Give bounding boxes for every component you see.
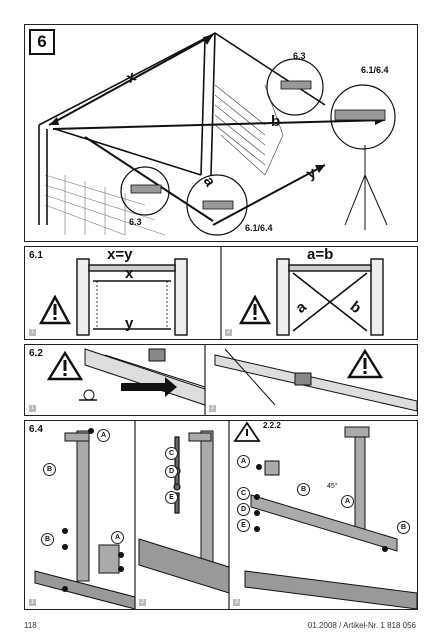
section-6-2-label: 6.2 [29,348,43,359]
warning-icon [38,294,72,325]
subfig-2-marker: 2 [225,329,232,336]
section-6-4-label: 6.4 [29,424,43,435]
brick-wall [44,174,166,236]
bracket-assembly-1 [34,430,136,609]
tag-p2-e: E [165,491,178,504]
door-leaf [214,84,284,176]
subfig-1-marker: 1 [29,329,36,336]
warning-icon-2 [238,294,272,325]
subfig-1-marker: 1 [29,599,36,606]
tripod [344,145,388,230]
opening-right [276,258,384,336]
rail-right [214,348,417,412]
garage-door-drawing [38,32,396,236]
article-reference: 01.2008 / Artikel-Nr. 1 818 056 [307,621,416,630]
section-6-2-panel: 6.2 1 2 [24,344,418,416]
section-6-1-label: 6.1 [29,250,43,261]
bracket-assembly-2 [138,430,230,594]
opening-left [76,258,188,336]
diagonal-measure-lines [48,34,386,226]
detail-brackets [130,80,386,210]
ref-warning-icon [233,421,261,442]
main-illustration-panel: 6 [24,24,418,242]
page-number: 118 [24,621,37,630]
callout-right-detail: 6.1/6.4 [361,65,389,75]
formula-x-equals-y: x=y [107,246,133,263]
measure-x-y [93,280,171,330]
detail-circles [120,58,396,236]
bolt-set-2 [173,436,181,514]
callout-bottom-detail: 6.1/6.4 [245,223,273,233]
callout-left-detail: 6.3 [129,217,142,227]
step-number-box: 6 [29,29,55,55]
tag-p3-a2: A [341,495,354,508]
tag-p2-d: D [165,465,178,478]
tag-p1-b-bot: B [41,533,54,546]
rail-left [84,348,206,406]
subfig-1-marker: 1 [29,405,36,412]
tag-p1-a-top: A [97,429,110,442]
angle-label: 45° [327,483,338,490]
label-x: x [125,265,134,282]
warning-icon-3 [46,350,84,381]
push-arrow [121,377,177,397]
tag-p3-d: D [237,503,250,516]
diagonal-label-b: b [271,113,281,130]
measure-a-b [292,272,368,332]
subfig-2-marker: 2 [139,599,146,606]
tag-p3-b2: B [397,521,410,534]
tag-p1-a-bot: A [111,531,124,544]
tag-p2-c: C [165,447,178,460]
section-6-1-panel: 6.1 [24,246,418,340]
tag-p3-e: E [237,519,250,532]
section-6-4-diagrams [34,421,417,609]
label-y: y [125,315,134,332]
tag-p3-a1: A [237,455,250,468]
callout-top-detail: 6.3 [293,51,306,61]
tag-p3-c: C [237,487,250,500]
section-6-1-diagrams [38,247,384,339]
subfig-2-marker: 2 [209,405,216,412]
bolts-1 [62,428,124,592]
arrow-heads [49,35,385,173]
formula-a-equals-b: a=b [307,246,334,263]
tag-p1-b-top: B [43,463,56,476]
warning-icon-4 [346,348,384,379]
bolts-3 [254,464,388,552]
subfig-3-marker: 3 [233,599,240,606]
section-6-2-diagrams [46,345,417,415]
section-6-4-panel: 6.4 [24,420,418,610]
bracket-assembly-3 [244,426,417,609]
reference-2-2-2: 2.2.2 [263,421,281,430]
tag-p3-b1: B [297,483,310,496]
snail-icon [79,389,97,401]
